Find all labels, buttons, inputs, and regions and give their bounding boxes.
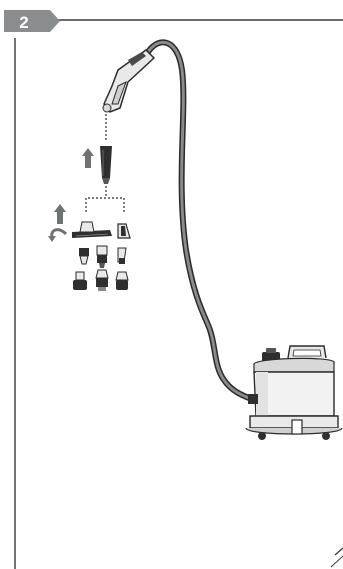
small-brush-3 [117,247,127,264]
up-arrow-icon [54,204,66,224]
round-brush-2 [95,269,109,291]
round-brush-3 [115,271,129,290]
small-brush-2 [96,245,108,268]
guide-lines-accessories [85,186,125,212]
extension-nozzle [100,146,112,184]
step-number: 2 [19,13,28,32]
round-brush-1 [73,271,87,290]
step-badge: 2 [4,10,60,32]
small-brush-1 [79,248,89,265]
angled-nozzle [117,223,131,239]
page-frame [14,19,343,569]
floor-brush [72,221,112,238]
steam-handle [102,49,156,113]
steam-cleaner-unit [245,345,343,440]
up-arrow-icon [82,148,94,168]
steam-hose [145,39,257,403]
rotate-arrow-icon [48,228,68,242]
